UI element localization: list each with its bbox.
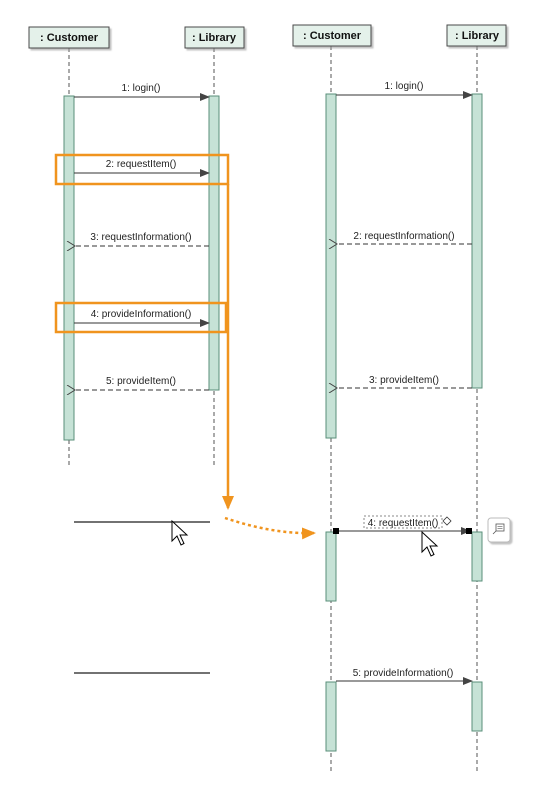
- message-provide-item-left[interactable]: 5: provideItem(): [75, 376, 209, 390]
- svg-text:4: provideInformation(): 4: provideInformation(): [91, 309, 192, 320]
- svg-text:2: requestItem(): 2: requestItem(): [106, 159, 177, 170]
- selection-handle-start[interactable]: [333, 528, 339, 534]
- activation-bar-library-left[interactable]: [208, 95, 220, 391]
- svg-text:3: requestInformation(): 3: requestInformation(): [90, 232, 191, 243]
- lifeline-header-customer-right[interactable]: : Customer: [292, 24, 372, 47]
- activation-bar-customer-request-item[interactable]: [325, 531, 337, 602]
- move-right-arrow: [224, 516, 316, 540]
- note-button[interactable]: [487, 517, 511, 543]
- svg-text:: Library: : Library: [455, 30, 500, 42]
- svg-text:1: login(): 1: login(): [385, 81, 424, 92]
- left-diagram: : Customer : Library 1: login() 2: reque…: [28, 26, 245, 510]
- message-login-left[interactable]: 1: login(): [74, 83, 210, 101]
- diamond-handle-icon[interactable]: [442, 516, 452, 526]
- lifeline-header-library-left[interactable]: : Library: [184, 26, 245, 49]
- right-diagram: : Customer : Library 1: login() 2: reque…: [292, 24, 511, 772]
- activation-bar-customer-provide-information[interactable]: [325, 681, 337, 752]
- note-icon: [492, 523, 505, 535]
- svg-text:3: provideItem(): 3: provideItem(): [369, 375, 439, 386]
- message-login-right[interactable]: 1: login(): [336, 81, 473, 99]
- svg-text:5: provideItem(): 5: provideItem(): [106, 376, 176, 387]
- message-provide-information-left[interactable]: 4: provideInformation(): [74, 309, 210, 327]
- activation-bar-customer-left[interactable]: [63, 95, 75, 441]
- highlight-box-provide-information: [54, 301, 228, 334]
- svg-text:: Customer: : Customer: [303, 30, 362, 42]
- lifeline-header-library-right[interactable]: : Library: [446, 24, 507, 47]
- activation-bar-library-provide-information[interactable]: [471, 681, 483, 732]
- mouse-cursor-icon: [171, 519, 189, 546]
- mouse-cursor-icon: [421, 530, 439, 557]
- activation-bar-library-request-item[interactable]: [471, 531, 483, 582]
- highlight-box-request-item: [54, 153, 230, 186]
- activation-bar-library-right[interactable]: [471, 93, 483, 389]
- message-request-item-left[interactable]: 2: requestItem(): [74, 159, 210, 177]
- lifeline-header-customer-left[interactable]: : Customer: [28, 26, 110, 49]
- svg-text:1: login(): 1: login(): [122, 83, 161, 94]
- message-request-item-right[interactable]: 4: requestItem(): [333, 515, 472, 535]
- svg-text:: Customer: : Customer: [40, 32, 99, 44]
- message-provide-information-right[interactable]: 5: provideInformation(): [336, 668, 473, 685]
- activation-bar-customer-right[interactable]: [325, 93, 337, 439]
- svg-text:5: provideInformation(): 5: provideInformation(): [353, 668, 454, 679]
- label-selection-frame: [363, 515, 443, 529]
- message-request-information-left[interactable]: 3: requestInformation(): [75, 232, 209, 246]
- svg-text:: Library: : Library: [192, 32, 237, 44]
- svg-text:4: requestItem(): 4: requestItem(): [368, 518, 439, 529]
- message-request-information-right[interactable]: 2: requestInformation(): [337, 231, 472, 244]
- selection-handle-end[interactable]: [466, 528, 472, 534]
- message-provide-item-right[interactable]: 3: provideItem(): [337, 375, 472, 388]
- svg-text:2: requestInformation(): 2: requestInformation(): [353, 231, 454, 242]
